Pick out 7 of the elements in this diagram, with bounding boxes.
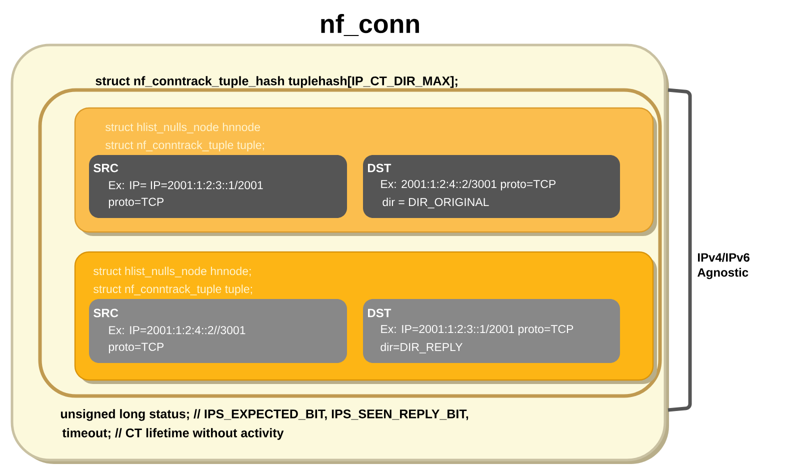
side-label: IPv4/IPv6 Agnostic xyxy=(698,252,750,280)
address-box: SRC Ex: IP= IP=2001:1:2:3::1/2001 proto=TCP xyxy=(89,155,347,218)
address-box: DST Ex: IP=2001:1:2:3::1/2001 proto=TCP dir=DIR_REPLY xyxy=(363,299,620,363)
node-label: nf_conn xyxy=(321,14,419,36)
address-box: SRC Ex: IP=2001:1:2:4::2//3001 proto=TCP xyxy=(89,299,347,363)
array-frame xyxy=(38,88,662,398)
address-box: DST Ex: 2001:1:2:4::2/3001 proto=TCP dir = DIR_ORIGINAL xyxy=(363,155,620,218)
